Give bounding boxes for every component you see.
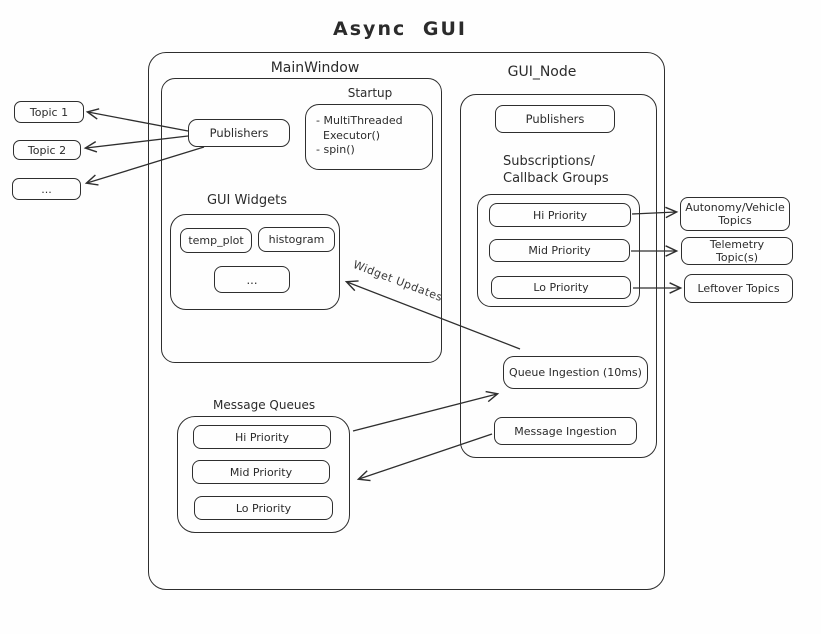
message-queues-box	[177, 416, 350, 533]
widget-temp-plot-box: temp_plot	[180, 228, 252, 253]
gui-node-publishers-box: Publishers	[495, 105, 615, 133]
telemetry-topics-box: Telemetry Topic(s)	[681, 237, 793, 265]
startup-label: Startup	[347, 86, 393, 100]
topic-2-box: Topic 2	[13, 140, 81, 160]
main-window-box	[161, 78, 442, 363]
subscription-hi-priority-box: Hi Priority	[489, 203, 631, 227]
topic-1-box: Topic 1	[14, 101, 84, 123]
message-ingestion-box: Message Ingestion	[494, 417, 637, 445]
queue-hi-priority-box: Hi Priority	[193, 425, 331, 449]
message-queues-label: Message Queues	[213, 398, 316, 412]
subscription-lo-priority-box: Lo Priority	[491, 276, 631, 299]
diagram-title: Async GUI	[333, 18, 467, 40]
subscriptions-label-line-2: Callback Groups	[503, 171, 609, 186]
startup-box: - MultiThreaded Executor() - spin()	[305, 104, 433, 170]
queue-mid-priority-box: Mid Priority	[192, 460, 330, 484]
gui-node-box	[460, 94, 657, 458]
widget-ellipsis-box: ...	[214, 266, 290, 293]
queue-ingestion-box: Queue Ingestion (10ms)	[503, 356, 648, 389]
subscriptions-label: Subscriptions/ Callback Groups	[503, 153, 609, 187]
autonomy-vehicle-topics-box: Autonomy/Vehicle Topics	[680, 197, 790, 231]
gui-widgets-label: GUI Widgets	[206, 193, 288, 208]
startup-line-1: - MultiThreaded	[316, 114, 403, 127]
leftover-topics-box: Leftover Topics	[684, 274, 793, 303]
gui-widgets-box	[170, 214, 340, 310]
main-window-label: MainWindow	[270, 60, 360, 76]
subscription-mid-priority-box: Mid Priority	[489, 239, 630, 262]
subscriptions-label-line-1: Subscriptions/	[503, 154, 595, 169]
main-window-publishers-box: Publishers	[188, 119, 290, 147]
widget-histogram-box: histogram	[258, 227, 335, 252]
startup-line-2: Executor()	[323, 128, 381, 142]
outer-container-box	[148, 52, 665, 590]
gui-node-label: GUI_Node	[507, 64, 577, 80]
topic-ellipsis-box: ...	[12, 178, 81, 200]
startup-line-3: - spin()	[316, 143, 355, 156]
queue-lo-priority-box: Lo Priority	[194, 496, 333, 520]
